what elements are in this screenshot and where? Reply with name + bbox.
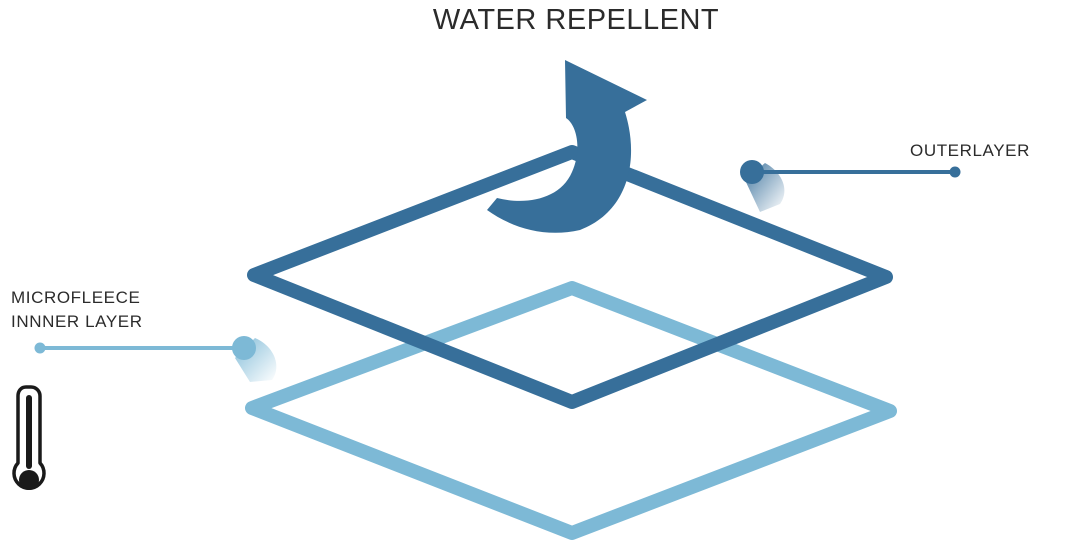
inner-layer-pointer <box>35 336 277 382</box>
inner-layer-shape <box>252 288 890 533</box>
curved-arrow-icon <box>487 60 647 233</box>
outer-layer-pointer <box>740 160 961 212</box>
thermometer-icon <box>14 387 44 490</box>
outer-layer-label: OUTERLAYER <box>910 139 1030 163</box>
outer-layer-label-text: OUTERLAYER <box>910 141 1030 160</box>
inner-layer-label: MICROFLEECE INNNER LAYER <box>11 286 143 334</box>
diagram-title: WATER REPELLENT <box>0 4 1065 37</box>
inner-layer-label-line2: INNNER LAYER <box>11 310 143 334</box>
inner-layer-label-line1: MICROFLEECE <box>11 286 143 310</box>
